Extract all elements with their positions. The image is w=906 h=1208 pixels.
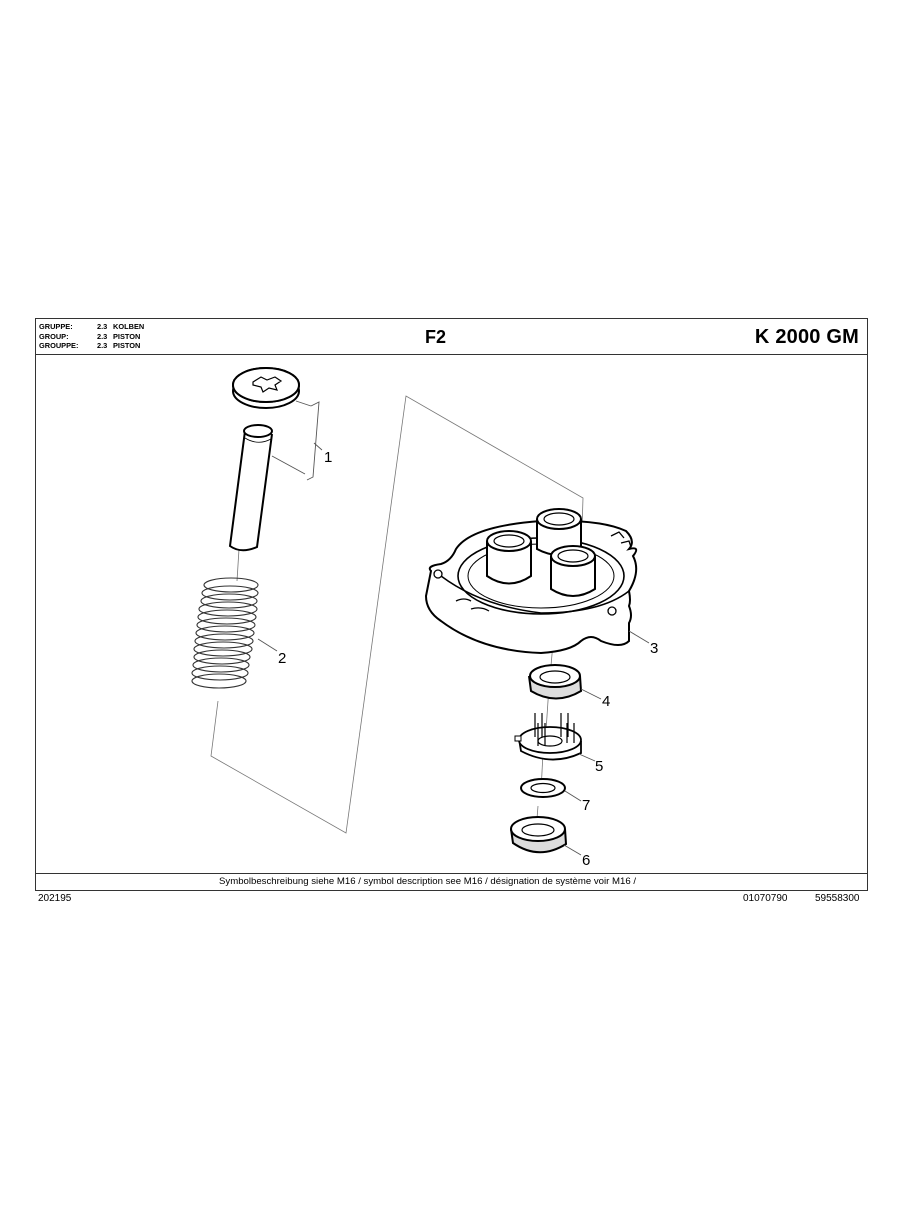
group-key-label: GROUP: xyxy=(39,331,69,341)
group-line-en: GROUP: 2.3 PISTON xyxy=(39,332,144,342)
document-number: 202195 xyxy=(38,893,72,904)
callout-7: 7 xyxy=(582,797,590,814)
group-name: PISTON xyxy=(113,331,141,341)
group-name: KOLBEN xyxy=(113,322,145,331)
callout-4-leader xyxy=(580,688,602,700)
sheet-header: GRUPPE: 2.3 KOLBEN GROUP: 2.3 PISTON GRO… xyxy=(36,319,867,355)
part-5-pin-holder[interactable] xyxy=(514,713,582,761)
callout-2: 2 xyxy=(278,650,286,667)
reference-number-1: 01070790 xyxy=(743,893,788,904)
group-key-label: GRUPPE: xyxy=(39,322,73,331)
part-2-spring[interactable] xyxy=(191,577,259,689)
part-6-seal-ring[interactable] xyxy=(510,816,568,854)
callout-3: 3 xyxy=(650,640,658,657)
model-title: K 2000 GM xyxy=(754,326,859,348)
group-name: PISTON xyxy=(113,341,141,351)
exploded-parts-drawing: 1 2 xyxy=(191,367,658,869)
callout-6: 6 xyxy=(582,852,590,869)
reference-number-2: 59558300 xyxy=(815,893,860,904)
sheet-footer: Symbolbeschreibung siehe M16 / symbol de… xyxy=(36,873,867,890)
callout-3-leader xyxy=(628,630,650,644)
callout-7-leader xyxy=(564,790,582,802)
part-1-piston-pin[interactable] xyxy=(228,424,273,552)
part-7-washer[interactable] xyxy=(520,778,566,798)
part-4-seal-ring[interactable] xyxy=(528,664,583,700)
callout-2-leader xyxy=(257,638,278,652)
group-number: 2.3 xyxy=(97,331,108,341)
part-3-housing[interactable] xyxy=(424,508,638,655)
group-number: 2.3 xyxy=(97,322,108,331)
group-line-de: GRUPPE: 2.3 KOLBEN xyxy=(39,322,144,332)
callout-6-leader xyxy=(563,844,582,856)
callout-5-leader xyxy=(578,753,596,762)
symbol-description-note: Symbolbeschreibung siehe M16 / symbol de… xyxy=(219,876,637,887)
callout-1-leader xyxy=(271,400,323,481)
group-number: 2.3 xyxy=(97,341,108,351)
group-line-fr: GROUPPE: 2.3 PISTON xyxy=(39,341,144,351)
group-info: GRUPPE: 2.3 KOLBEN GROUP: 2.3 PISTON GRO… xyxy=(39,322,144,351)
group-key-label: GROUPPE: xyxy=(39,341,79,351)
parts-sheet-frame: GRUPPE: 2.3 KOLBEN GROUP: 2.3 PISTON GRO… xyxy=(35,318,868,891)
part-1-star-washer[interactable] xyxy=(232,367,300,409)
callout-4: 4 xyxy=(602,693,610,710)
callout-5: 5 xyxy=(595,758,603,775)
figure-code: F2 xyxy=(425,327,447,347)
callout-1: 1 xyxy=(324,449,332,466)
